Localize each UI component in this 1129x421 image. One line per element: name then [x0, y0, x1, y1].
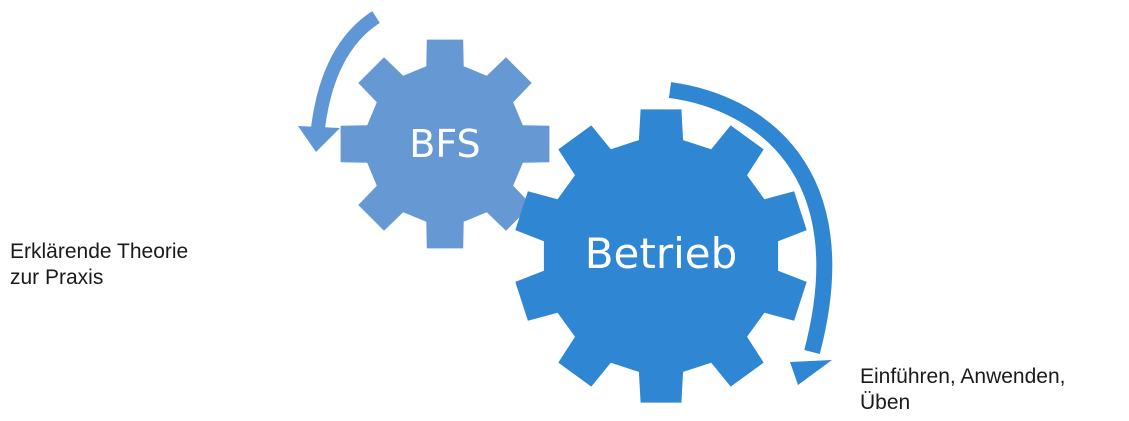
left-description: Erklärende Theorie zur Praxis [10, 239, 188, 291]
gear-small-label: BFS [409, 122, 480, 166]
right-description: Einführen, Anwenden, Üben [860, 364, 1066, 416]
gear-large-icon [515, 109, 807, 403]
left-description-line1: Erklärende Theorie [10, 240, 189, 263]
arrow-large-curved [668, 82, 833, 385]
arrow-large-head [790, 360, 832, 385]
arrow-small-head [298, 126, 340, 152]
gear-small-icon [340, 39, 550, 249]
arrow-large-body [668, 82, 833, 355]
gear-large-label: Betrieb [585, 229, 738, 278]
arrow-small-body [311, 11, 380, 129]
right-description-line1: Einführen, Anwenden, [860, 365, 1066, 388]
gear-small: BFS [340, 39, 550, 249]
right-description-line2: Üben [860, 391, 911, 414]
left-description-line2: zur Praxis [10, 266, 104, 289]
gear-large: Betrieb [515, 109, 807, 403]
arrow-small-curved [298, 11, 380, 152]
